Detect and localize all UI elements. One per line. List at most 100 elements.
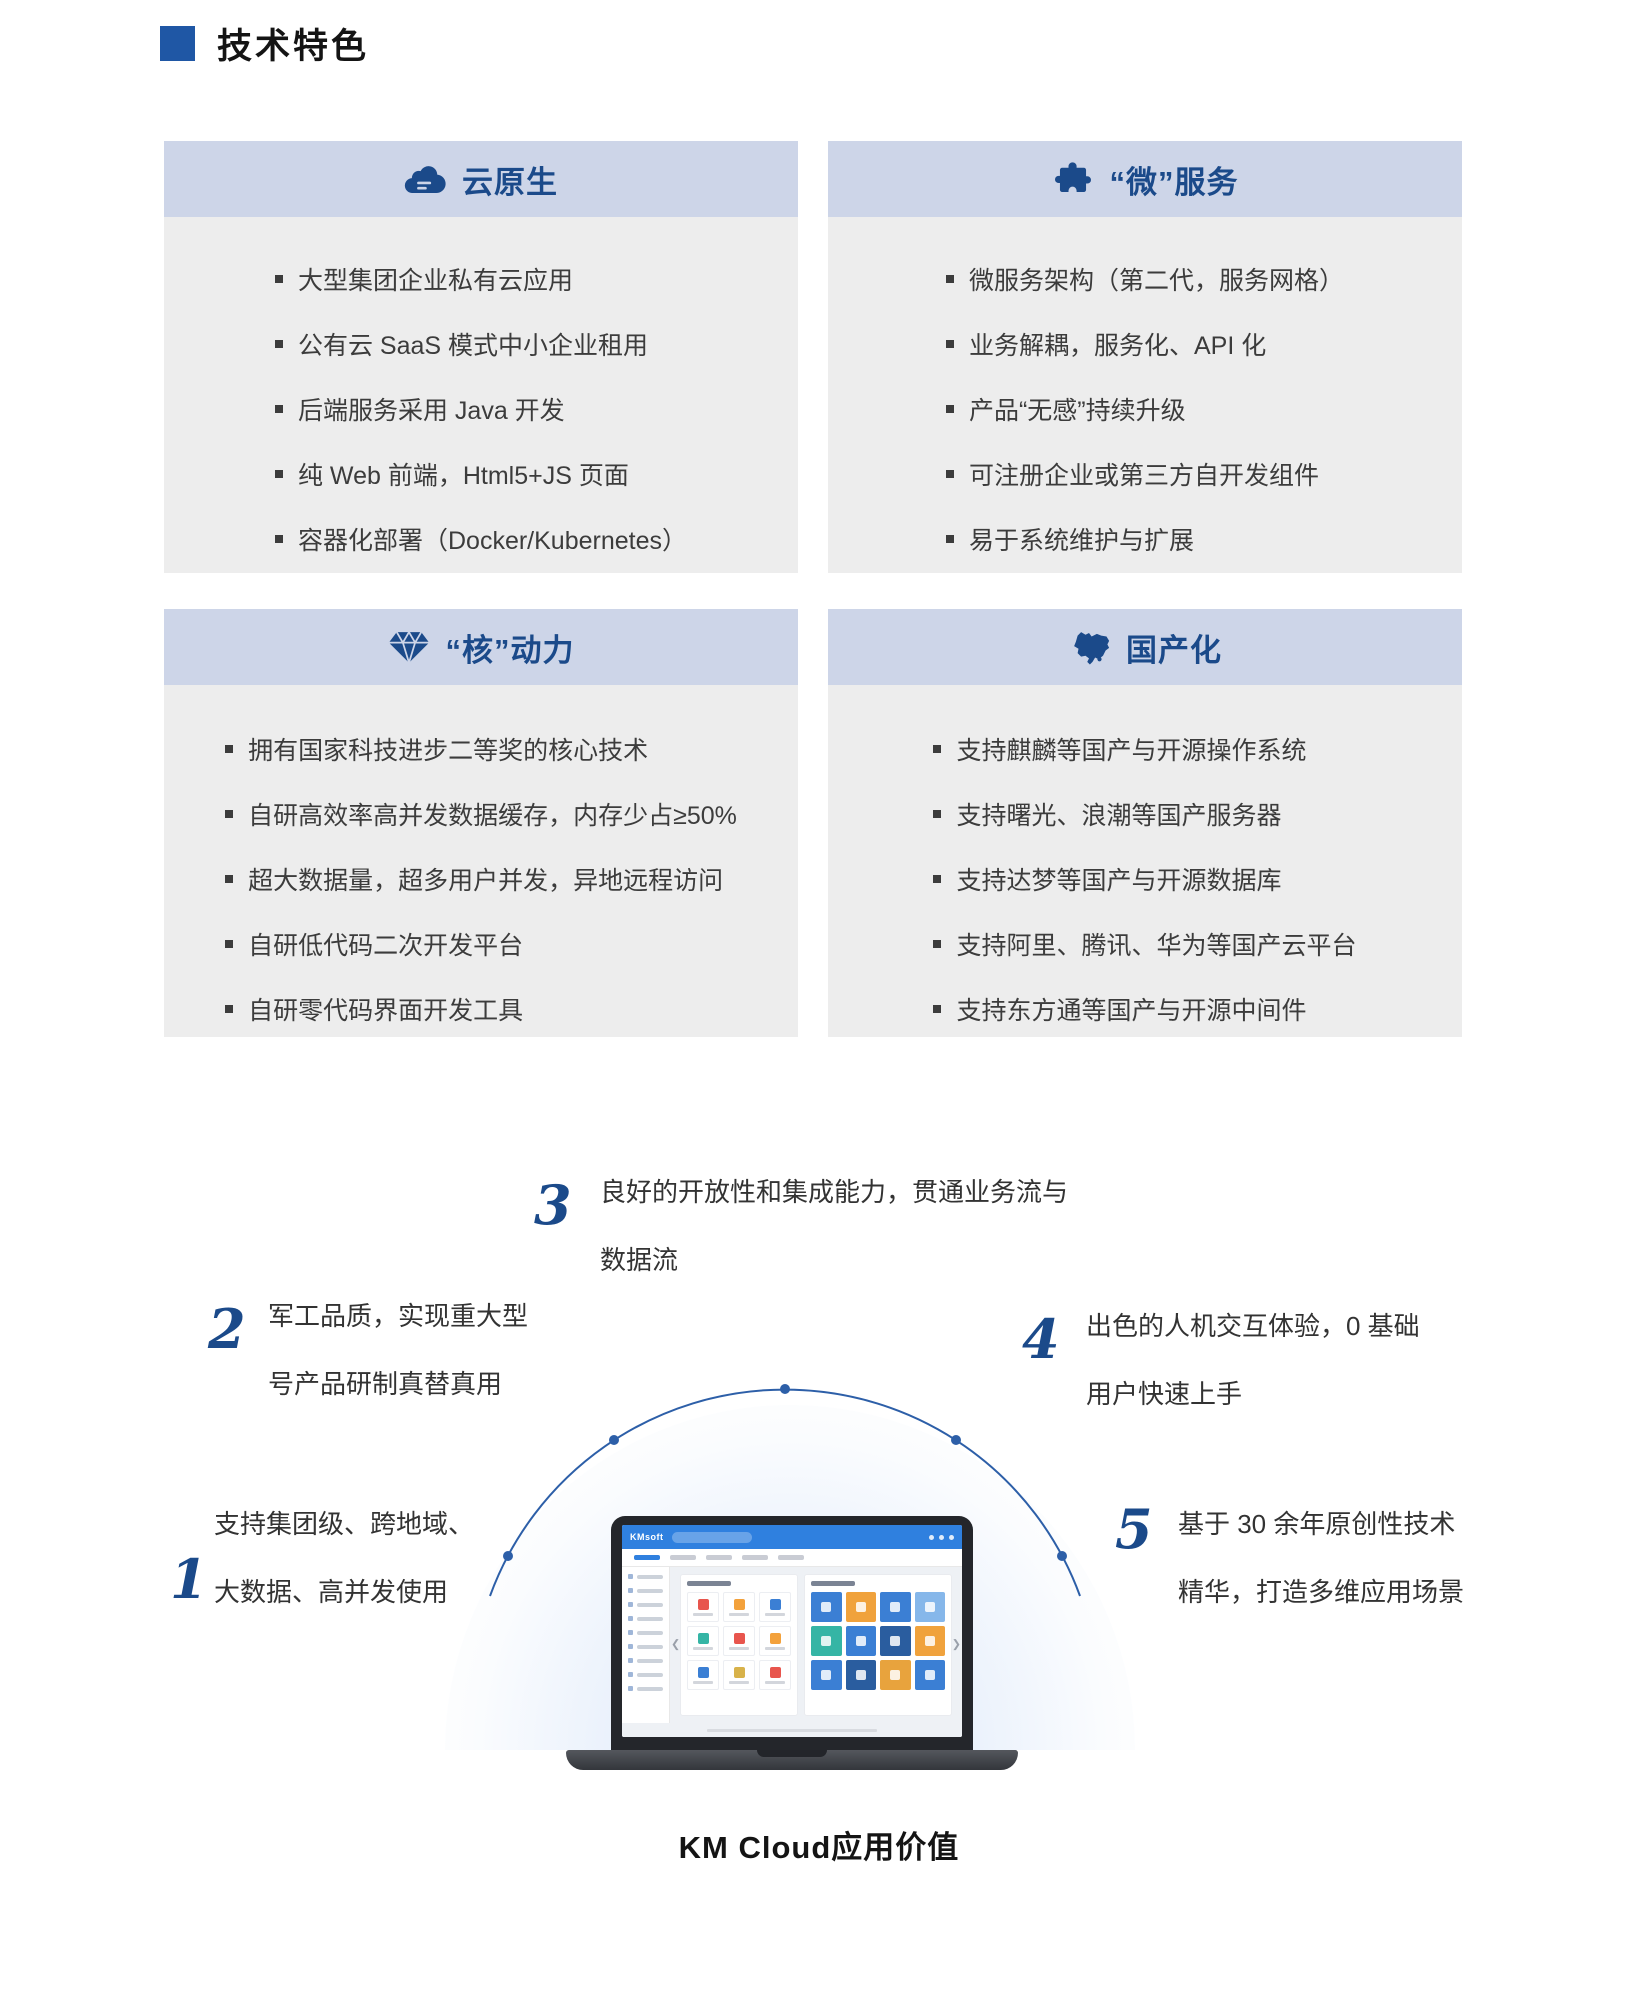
page-header: 技术特色 — [160, 18, 369, 69]
bullet-text: 纯 Web 前端，Html5+JS 页面 — [297, 462, 629, 490]
bullet-square — [274, 340, 283, 348]
value-point-text-4: 出色的人机交互体验，0 基础 用户快速上手 — [1086, 1292, 1420, 1428]
feature-card-localization: 国产化 支持麒麟等国产与开源操作系统 支持曙光、浪潮等国产服务器 支持达梦等国产… — [828, 609, 1462, 1037]
cloud-icon — [404, 161, 446, 197]
bullet-square — [945, 405, 954, 413]
mini-menu-item — [628, 1672, 663, 1677]
mini-app-tiles-colored — [811, 1592, 945, 1690]
arc-dot-1 — [503, 1551, 513, 1561]
bullet-item: 自研高效率高并发数据缓存，内存少占≥50% — [225, 796, 737, 832]
mini-app-tile — [759, 1626, 791, 1656]
mini-app-tile — [880, 1592, 911, 1622]
card-header: “微”服务 — [828, 141, 1462, 217]
value-arc — [489, 1384, 1081, 1597]
mini-app-panel-right — [804, 1574, 952, 1716]
value-point-text-3: 良好的开放性和集成能力，贯通业务流与 数据流 — [600, 1158, 1068, 1294]
bullet-square — [225, 1005, 234, 1013]
mini-app-panel-left — [680, 1574, 798, 1716]
mini-search-bar — [671, 1531, 752, 1543]
mini-app-tile — [880, 1660, 911, 1690]
mini-tab — [670, 1555, 696, 1560]
value-point-line: 基于 30 余年原创性技术 — [1178, 1509, 1456, 1539]
bullet-item: 产品“无感”持续升级 — [945, 391, 1344, 427]
bullet-item: 支持达梦等国产与开源数据库 — [933, 861, 1356, 897]
bullet-text: 支持东方通等国产与开源中间件 — [956, 997, 1307, 1025]
bullet-text: 可注册企业或第三方自开发组件 — [968, 462, 1319, 490]
bullet-item: 自研低代码二次开发平台 — [225, 926, 737, 962]
page-title: 技术特色 — [217, 27, 370, 66]
value-point-line: 精华，打造多维应用场景 — [1178, 1577, 1465, 1607]
mini-menu-item — [628, 1602, 663, 1607]
card-body: 微服务架构（第二代，服务网格） 业务解耦，服务化、API 化 产品“无感”持续升… — [828, 217, 1462, 573]
diagram-caption: KM Cloud应用价值 — [678, 1830, 960, 1865]
mini-menu-item — [628, 1588, 663, 1593]
mini-tab — [778, 1555, 804, 1560]
value-point-line: 军工品质，实现重大型 — [268, 1301, 529, 1331]
laptop-base — [566, 1750, 1018, 1770]
bullet-square — [933, 940, 942, 948]
bullet-square — [225, 940, 234, 948]
value-point-line: 数据流 — [600, 1245, 679, 1275]
arc-dot-2 — [609, 1435, 619, 1445]
china-map-icon — [1068, 629, 1110, 665]
bullet-square — [945, 535, 954, 543]
bullet-item: 超大数据量，超多用户并发，异地远程访问 — [225, 861, 737, 897]
mini-menu-item — [628, 1630, 663, 1635]
mini-topbar-actions — [929, 1534, 954, 1540]
mini-app-tile — [687, 1626, 719, 1656]
value-point-text-5: 基于 30 余年原创性技术 精华，打造多维应用场景 — [1178, 1490, 1464, 1626]
mini-app-tile — [759, 1660, 791, 1690]
chevron-right-icon: ❯ — [951, 1638, 961, 1651]
laptop-screen: KMsoft — [611, 1516, 973, 1750]
mini-user-icon — [929, 1534, 934, 1540]
mini-app-tile — [914, 1626, 945, 1656]
bullet-square — [274, 470, 283, 478]
card-title: 国产化 — [1126, 632, 1222, 668]
value-point-line: 支持集团级、跨地域、 — [214, 1509, 475, 1539]
bullet-square — [933, 745, 942, 753]
arc-dot-4 — [951, 1435, 961, 1445]
value-point-number-3: 3 — [534, 1173, 572, 1237]
card-header: 国产化 — [828, 609, 1462, 685]
mini-tab — [634, 1555, 660, 1560]
mini-app-logo: KMsoft — [630, 1532, 664, 1542]
value-point-number-2: 2 — [208, 1297, 246, 1361]
mini-sidebar — [622, 1567, 670, 1723]
value-point-line: 良好的开放性和集成能力，贯通业务流与 — [600, 1177, 1069, 1207]
card-header: “核”动力 — [164, 609, 798, 685]
value-point-number-1: 1 — [170, 1547, 208, 1611]
feature-card-core-power: “核”动力 拥有国家科技进步二等奖的核心技术 自研高效率高并发数据缓存，内存少占… — [164, 609, 798, 1037]
bullet-text: 支持麒麟等国产与开源操作系统 — [956, 737, 1307, 765]
bullet-text: 拥有国家科技进步二等奖的核心技术 — [248, 737, 649, 765]
bullet-text: 容器化部署（Docker/Kubernetes） — [297, 527, 687, 555]
mini-menu-item — [628, 1658, 663, 1663]
laptop-screen-content: KMsoft — [622, 1525, 962, 1737]
feature-cards: 云原生 大型集团企业私有云应用 公有云 SaaS 模式中小企业租用 后端服务采用… — [164, 141, 1462, 1037]
mini-panel-title — [811, 1581, 855, 1586]
mini-menu-item — [628, 1574, 663, 1579]
mini-tab — [706, 1555, 732, 1560]
mini-app-tile — [723, 1592, 755, 1622]
card-body: 大型集团企业私有云应用 公有云 SaaS 模式中小企业租用 后端服务采用 Jav… — [164, 217, 798, 573]
mini-main-area: ❮ — [670, 1567, 962, 1723]
value-point-text-2: 军工品质，实现重大型 号产品研制真替真用 — [268, 1282, 528, 1418]
bullet-item: 可注册企业或第三方自开发组件 — [945, 456, 1344, 492]
bullet-item: 支持东方通等国产与开源中间件 — [933, 991, 1356, 1027]
bullet-item: 拥有国家科技进步二等奖的核心技术 — [225, 731, 737, 767]
bullet-square — [225, 875, 234, 883]
mini-menu-item — [628, 1686, 663, 1691]
mini-bell-icon — [939, 1534, 944, 1540]
mini-copyright-line — [707, 1728, 877, 1732]
mini-app-tile — [811, 1660, 842, 1690]
bullet-item: 业务解耦，服务化、API 化 — [945, 326, 1344, 362]
puzzle-icon — [1052, 161, 1094, 197]
value-point-line: 号产品研制真替真用 — [268, 1369, 503, 1399]
bullet-square — [274, 275, 283, 283]
bullet-square — [274, 535, 283, 543]
mini-app-tile — [759, 1592, 791, 1622]
mini-menu-item — [628, 1616, 663, 1621]
mini-app-tile — [845, 1626, 876, 1656]
feature-card-cloud-native: 云原生 大型集团企业私有云应用 公有云 SaaS 模式中小企业租用 后端服务采用… — [164, 141, 798, 573]
mini-app-tile — [845, 1592, 876, 1622]
bullet-square — [274, 405, 283, 413]
